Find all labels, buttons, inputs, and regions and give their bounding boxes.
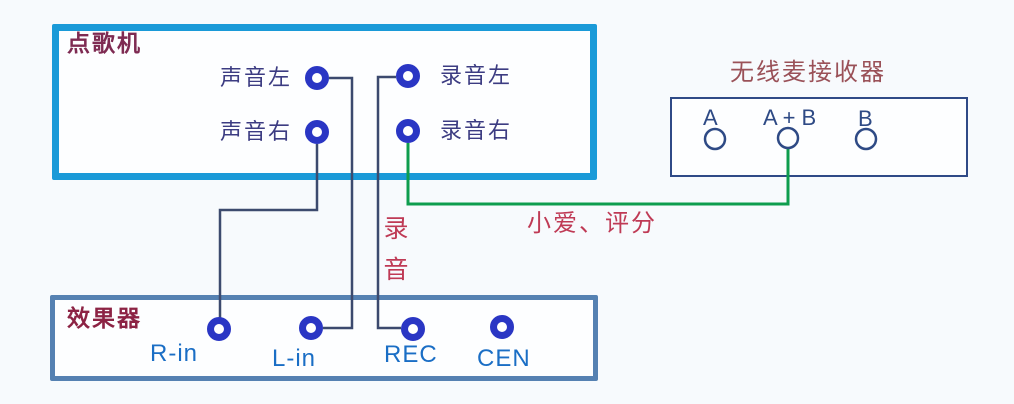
karaoke-machine-box	[52, 24, 597, 180]
port-rec-right-jack	[396, 119, 420, 143]
wire-rec-left-to-rec	[376, 75, 401, 330]
port-sound-right-jack	[305, 120, 329, 144]
port-label-a: A	[703, 105, 718, 130]
port-a-plus-b-jack	[776, 126, 800, 150]
port-r-in-jack	[207, 317, 231, 341]
annotation-recording-wire: 录音	[380, 215, 408, 297]
port-label-l-in: L-in	[272, 345, 317, 372]
effects-box-title: 效果器	[67, 305, 142, 331]
port-label-sound-left: 声音左	[220, 65, 293, 90]
port-rec-jack	[401, 317, 425, 341]
wire-rec-right-to-a-plus-b	[406, 143, 790, 206]
port-label-sound-right: 声音右	[220, 119, 293, 144]
port-label-rec-right: 录音右	[440, 118, 513, 143]
port-sound-left-jack	[305, 66, 329, 90]
port-label-cen: CEN	[477, 345, 531, 372]
port-cen-jack	[490, 315, 514, 339]
port-l-in-jack	[299, 316, 323, 340]
karaoke-box-title: 点歌机	[67, 30, 142, 56]
annotation-mic-score-wire: 小爱、评分	[527, 210, 657, 237]
wire-sound-left-to-l-in	[323, 76, 354, 330]
receiver-box-title: 无线麦接收器	[730, 59, 886, 86]
port-b-jack	[854, 127, 878, 151]
port-label-a-plus-b: A + B	[763, 105, 817, 130]
wire-sound-right-to-r-in	[218, 144, 319, 329]
port-a-jack	[703, 127, 727, 151]
port-label-b: B	[858, 106, 873, 131]
port-rec-left-jack	[396, 64, 420, 88]
port-label-r-in: R-in	[150, 340, 199, 367]
port-label-rec-left: 录音左	[440, 63, 513, 88]
port-label-rec: REC	[384, 341, 438, 368]
